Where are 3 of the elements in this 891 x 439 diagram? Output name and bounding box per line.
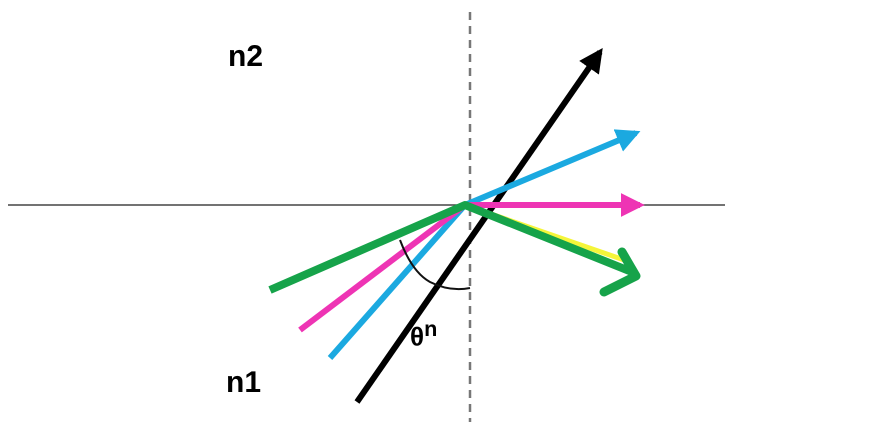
medium-label: n1 bbox=[226, 368, 262, 398]
medium-label: n2 bbox=[228, 42, 264, 72]
angle-label: θ$^{n}$ bbox=[410, 318, 438, 350]
